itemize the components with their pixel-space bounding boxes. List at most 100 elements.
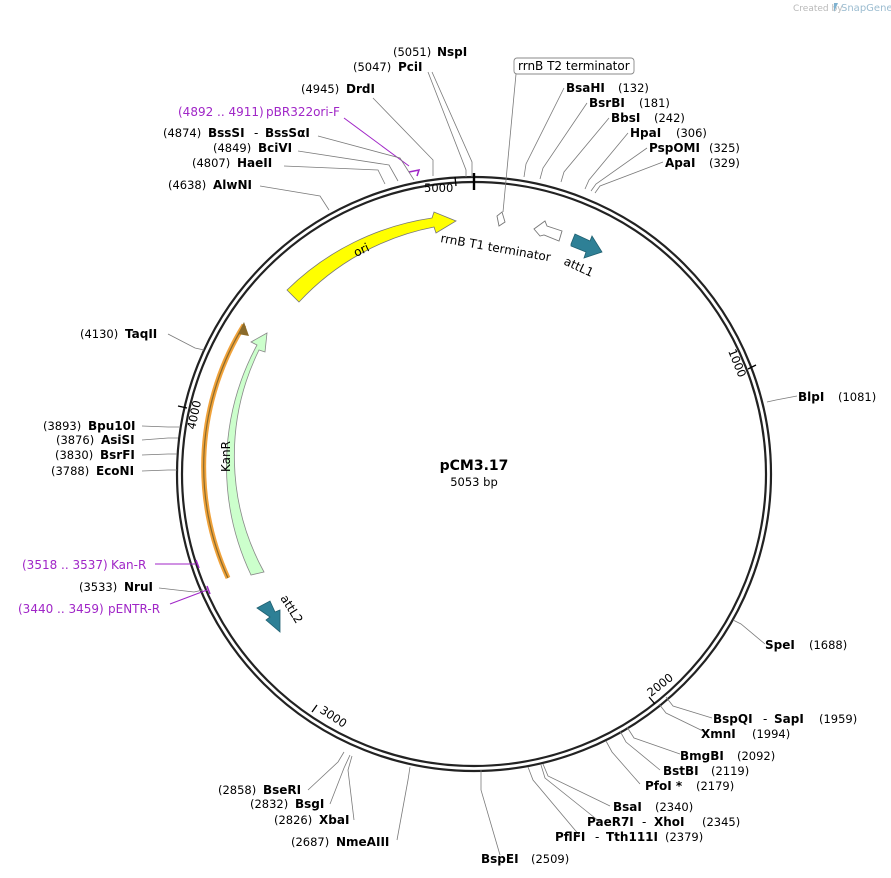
credit-brand: SnapGene (841, 3, 891, 14)
attl2-label: attL2 (277, 592, 305, 626)
site-pcii[interactable]: (5047) PciI (353, 60, 423, 74)
svg-text:HpaI: HpaI (630, 126, 661, 140)
site-bsrbi[interactable]: BsrBI (181) (589, 96, 670, 110)
svg-text:HaeII: HaeII (237, 156, 272, 170)
svg-text:(5047): (5047) (353, 60, 391, 74)
site-nmeaiii[interactable]: (2687) NmeAIII (291, 835, 389, 849)
svg-text:BssSI: BssSI (208, 126, 245, 140)
site-bbsi[interactable]: BbsI (242) (611, 111, 685, 125)
site-hpai[interactable]: HpaI (306) (630, 126, 707, 140)
site-nspi[interactable]: (5051) NspI (393, 45, 467, 59)
rrnb-t2-label: rrnB T2 terminator (518, 59, 630, 73)
svg-text:(2826): (2826) (274, 813, 312, 827)
site-bmgbi[interactable]: BmgBI (2092) (680, 749, 775, 763)
kanr-feature[interactable]: KanR (219, 332, 268, 576)
site-bsrfi[interactable]: (3830) BsrFI (55, 448, 135, 462)
site-xbai[interactable]: (2826) XbaI (274, 813, 349, 827)
svg-text:(325): (325) (709, 141, 740, 155)
svg-text:(3893): (3893) (43, 419, 81, 433)
backbone-outer (175, 175, 773, 773)
backbone-inner (180, 180, 768, 768)
svg-text:EcoNI: EcoNI (96, 464, 134, 478)
site-bpu10i[interactable]: (3893) Bpu10I (43, 419, 135, 433)
svg-text:PspOMI: PspOMI (649, 141, 700, 155)
site-haeii[interactable]: (4807) HaeII (192, 156, 272, 170)
tick-4000-label: 4000 (184, 399, 204, 431)
svg-text:(2687): (2687) (291, 835, 329, 849)
site-econi[interactable]: (3788) EcoNI (51, 464, 134, 478)
site-drdi[interactable]: (4945) DrdI (301, 82, 375, 96)
site-pflfi[interactable]: PflFI - Tth111I (2379) (555, 830, 703, 844)
site-bsahi[interactable]: BsaHI (132) (566, 81, 649, 95)
svg-text:(5051): (5051) (393, 45, 431, 59)
svg-text:BsgI: BsgI (295, 797, 324, 811)
site-labels: (5051) NspI (5047) PciI (4945) DrdI (487… (43, 45, 876, 866)
scale-ticks: 5000 1000 2000 3000 4000 (177, 176, 757, 730)
svg-text:XhoI: XhoI (654, 815, 685, 829)
primer-pbr322ori-f[interactable]: (4892 .. 4911) pBR322ori-F (178, 105, 421, 177)
primer-kan-r[interactable]: (3518 .. 3537) Kan-R (22, 558, 200, 572)
svg-text:-: - (595, 830, 599, 844)
tick-2000-mark (648, 696, 656, 705)
site-bseri[interactable]: (2858) BseRI (218, 783, 301, 797)
svg-text:(2858): (2858) (218, 783, 256, 797)
svg-text:(242): (242) (654, 111, 685, 125)
attl1-feature[interactable]: attL1 (562, 233, 603, 280)
site-alwni[interactable]: (4638) AlwNI (168, 178, 252, 192)
svg-text:NmeAIII: NmeAIII (336, 835, 389, 849)
svg-text:-: - (642, 815, 646, 829)
site-bspqi[interactable]: BspQI - SapI (1959) (713, 712, 857, 726)
svg-text:BbsI: BbsI (611, 111, 640, 125)
tick-3000-mark (311, 704, 318, 713)
svg-text:(2179): (2179) (696, 779, 734, 793)
ori-label: ori (351, 240, 371, 259)
svg-text:BssSαI: BssSαI (265, 126, 310, 140)
tick-5000-mark (454, 176, 457, 187)
site-nrui[interactable]: (3533) NruI (79, 580, 153, 594)
svg-text:(2119): (2119) (711, 764, 749, 778)
site-bsai[interactable]: BsaI (2340) (613, 800, 693, 814)
site-apai[interactable]: ApaI (329) (665, 156, 740, 170)
svg-text:BspQI: BspQI (713, 712, 753, 726)
site-spei[interactable]: SpeI (1688) (765, 638, 847, 652)
site-blpi[interactable]: BlpI (1081) (798, 390, 876, 404)
svg-text:BstBI: BstBI (663, 764, 699, 778)
svg-text:SpeI: SpeI (765, 638, 795, 652)
svg-text:(1081): (1081) (838, 390, 876, 404)
site-bcivi[interactable]: (4849) BciVI (213, 141, 292, 155)
primer-kan-r-range: (3518 .. 3537) (22, 558, 108, 572)
tick-4000-mark (177, 405, 188, 409)
site-bstbi[interactable]: BstBI (2119) (663, 764, 749, 778)
svg-text:PciI: PciI (398, 60, 423, 74)
svg-text:DrdI: DrdI (346, 82, 375, 96)
attl2-feature[interactable]: attL2 (256, 592, 306, 633)
svg-text:(181): (181) (639, 96, 670, 110)
svg-text:AlwNI: AlwNI (213, 178, 252, 192)
rrnb-t2-terminator-feature[interactable]: rrnB T2 terminator (496, 57, 635, 227)
svg-text:TaqII: TaqII (125, 327, 157, 341)
site-pspomi[interactable]: PspOMI (325) (649, 141, 740, 155)
svg-text:BspEI: BspEI (481, 852, 519, 866)
svg-text:(4638): (4638) (168, 178, 206, 192)
ori-feature[interactable]: ori (286, 211, 457, 303)
site-bsssi[interactable]: (4874) BssSI - BssSαI (163, 126, 310, 140)
site-taqii[interactable]: (4130) TaqII (80, 327, 157, 341)
svg-text:PfoI *: PfoI * (645, 779, 683, 793)
site-pfoi[interactable]: PfoI * (2179) (645, 779, 734, 793)
site-bsgi[interactable]: (2832) BsgI (250, 797, 324, 811)
svg-text:BsrFI: BsrFI (100, 448, 135, 462)
svg-text:BciVI: BciVI (258, 141, 292, 155)
primer-pentr-r[interactable]: (3440 .. 3459) pENTR-R (18, 585, 211, 616)
plasmid-name: pCM3.17 (440, 458, 509, 474)
site-xmni[interactable]: XmnI (1994) (701, 727, 790, 741)
svg-text:ApaI: ApaI (665, 156, 695, 170)
site-paer7i[interactable]: PaeR7I - XhoI (2345) (587, 815, 740, 829)
svg-text:(4874): (4874) (163, 126, 201, 140)
rrnb-t1-terminator-feature[interactable]: rrnB T1 terminator (439, 220, 563, 264)
svg-text:(2832): (2832) (250, 797, 288, 811)
site-asisi[interactable]: (3876) AsiSI (56, 433, 135, 447)
svg-text:(3533): (3533) (79, 580, 117, 594)
site-bspei[interactable]: BspEI (2509) (481, 852, 569, 866)
svg-text:XmnI: XmnI (701, 727, 736, 741)
plasmid-size: 5053 bp (450, 475, 498, 489)
